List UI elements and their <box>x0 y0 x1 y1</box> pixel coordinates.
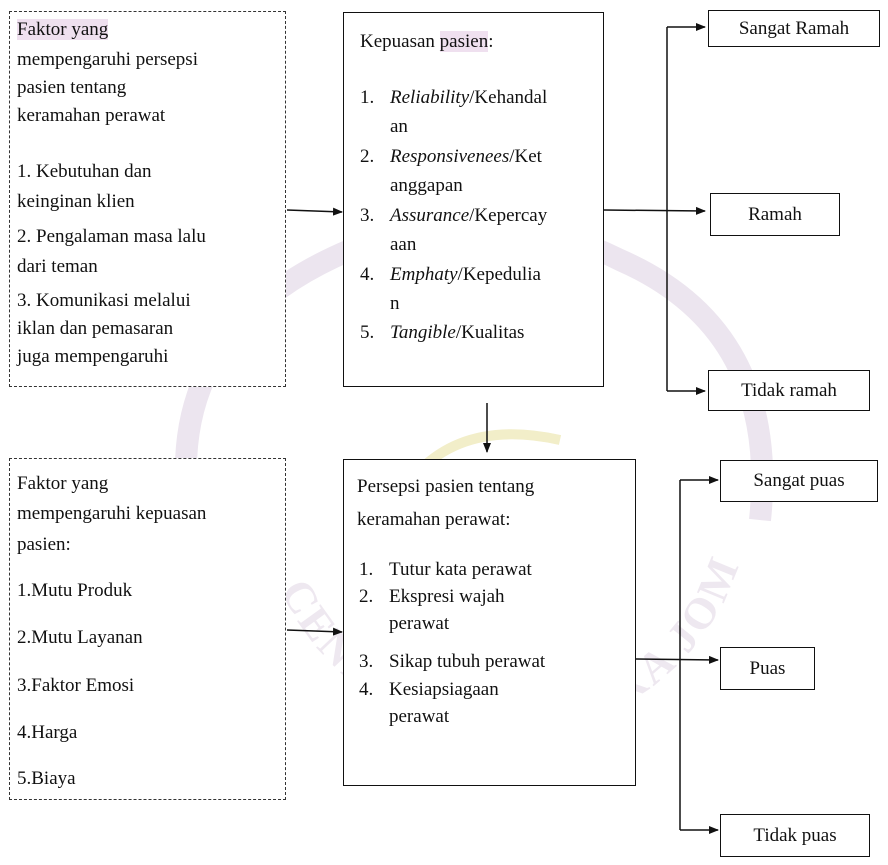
factors-satisfaction-title-line: mempengaruhi kepuasan <box>17 503 207 524</box>
factors-perception-item: 2. Pengalaman masa lalu <box>17 226 206 247</box>
factors-perception-box: Faktor yang mempengaruhi persepsi pasien… <box>9 11 286 387</box>
output-tidak-puas: Tidak puas <box>720 814 870 857</box>
output-ramah: Ramah <box>710 193 840 236</box>
factors-perception-title-line: keramahan perawat <box>17 105 166 126</box>
patient-satisfaction-box: Kepuasan pasien: 1. Reliability/Kehandal… <box>343 12 604 387</box>
factors-satisfaction-box: Faktor yang mempengaruhi kepuasan pasien… <box>9 458 286 800</box>
factors-satisfaction-title-line: Faktor yang <box>17 473 109 494</box>
factors-satisfaction-item: 5.Biaya <box>17 768 76 789</box>
factors-satisfaction-title-line: pasien: <box>17 534 71 555</box>
factors-satisfaction-item: 3.Faktor Emosi <box>17 675 135 696</box>
perception-title-line: keramahan perawat: <box>357 509 511 530</box>
factors-perception-title-line: Faktor yang <box>17 19 109 40</box>
output-tidak-ramah: Tidak ramah <box>708 370 870 411</box>
output-sangat-ramah: Sangat Ramah <box>708 10 880 47</box>
factors-perception-title-line: mempengaruhi persepsi <box>17 49 198 70</box>
patient-satisfaction-title: Kepuasan pasien: <box>360 31 494 52</box>
factors-perception-item: 1. Kebutuhan dan <box>17 161 152 182</box>
nurse-friendliness-perception-box: Persepsi pasien tentang keramahan perawa… <box>343 459 636 786</box>
factors-perception-item: iklan dan pemasaran <box>17 318 174 339</box>
output-sangat-puas: Sangat puas <box>720 460 878 502</box>
factors-perception-title-line: pasien tentang <box>17 77 127 98</box>
factors-satisfaction-item: 1.Mutu Produk <box>17 580 133 601</box>
perception-title-line: Persepsi pasien tentang <box>357 476 535 497</box>
factors-satisfaction-item: 4.Harga <box>17 722 78 743</box>
factors-perception-item: juga mempengaruhi <box>17 346 169 367</box>
factors-perception-item: keinginan klien <box>17 191 135 212</box>
factors-perception-item: dari teman <box>17 256 98 277</box>
factors-perception-item: 3. Komunikasi melalui <box>17 290 191 311</box>
factors-satisfaction-item: 2.Mutu Layanan <box>17 627 143 648</box>
output-puas: Puas <box>720 647 815 690</box>
